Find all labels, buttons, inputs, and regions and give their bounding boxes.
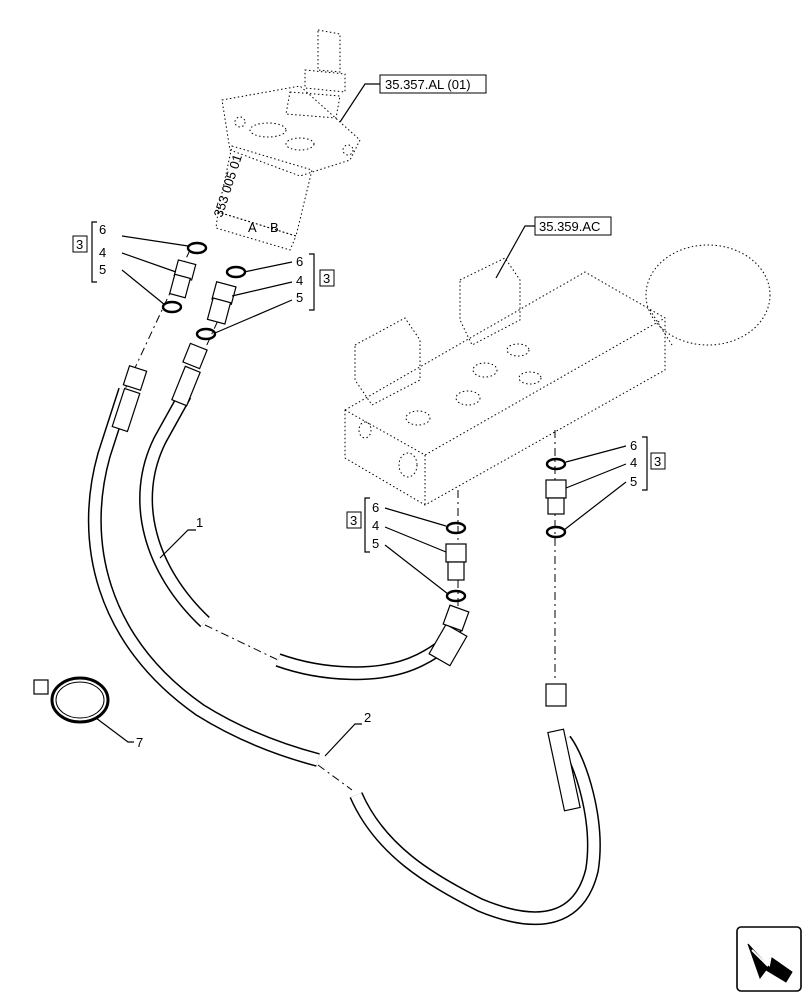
centerline-right-valve [199,304,226,361]
block-reference-label: 35.359.AC [539,219,600,234]
label-hose-2: 2 [364,710,371,725]
kit-label-a: 3 [76,237,83,252]
label-item-4-a: 4 [99,245,106,260]
block-reference-callout[interactable]: 35.359.AC [495,216,612,279]
hose-1[interactable] [139,342,470,681]
label-item-5-d: 5 [630,474,637,489]
valve-reference-label: 35.357.AL (01) [385,77,471,92]
label-item-5-a: 5 [99,262,106,277]
fitting-kit-valve-left[interactable]: 6 4 5 3 [72,221,208,314]
label-item-4-b: 4 [296,273,303,288]
kit-label-b: 3 [323,271,330,286]
label-item-4-c: 4 [372,518,379,533]
label-item-6-c: 6 [372,500,379,515]
label-item-6-a: 6 [99,222,106,237]
hose-2[interactable] [87,364,601,926]
label-item-5-b: 5 [296,290,303,305]
kit-label-c: 3 [350,513,357,528]
valve-port-b: B [270,220,279,235]
label-hose-1: 1 [196,515,203,530]
valve-reference-callout[interactable]: 35.357.AL (01) [339,74,487,123]
valve-stamp: 353 005 01 [211,152,245,219]
kit-label-d: 3 [654,454,661,469]
valve-block [344,244,771,506]
valve-port-a: A [248,220,257,235]
label-strap-7: 7 [136,735,143,750]
fitting-kit-valve-right[interactable]: 6 4 5 3 [195,253,335,341]
label-item-6-d: 6 [630,438,637,453]
pilot-valve: 353 005 01 A B [211,29,361,251]
centerline-hose2-break [317,764,353,791]
label-item-4-d: 4 [630,455,637,470]
centerline-hose1-break [204,624,279,661]
label-item-5-c: 5 [372,536,379,551]
fitting-kit-block-left[interactable]: 6 4 5 3 [346,497,467,603]
label-item-6-b: 6 [296,254,303,269]
cable-strap[interactable]: 7 [33,676,143,750]
fitting-kit-block-right[interactable]: 6 4 5 3 [545,436,666,539]
arrow-navigation-icon[interactable] [736,926,802,992]
